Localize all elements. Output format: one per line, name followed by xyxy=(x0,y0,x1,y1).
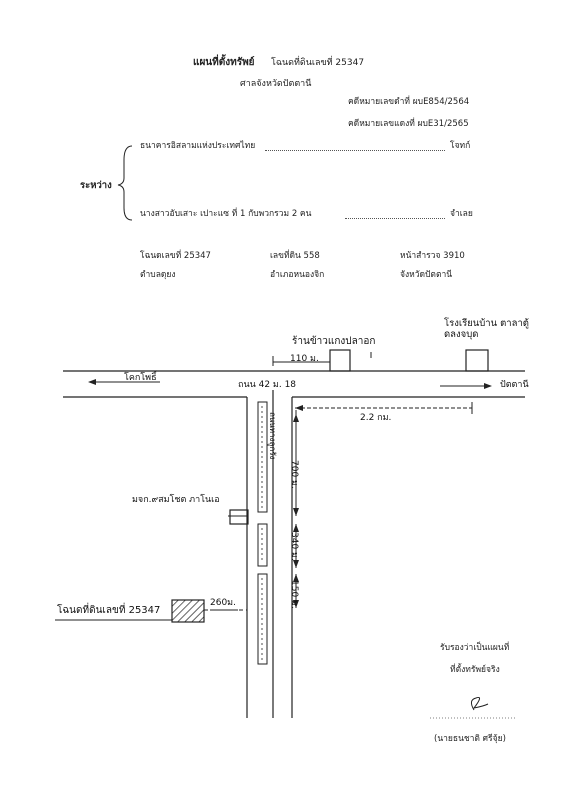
deed-plot-label: โฉนดที่ดินเลขที่ 25347 xyxy=(57,605,161,616)
certification-line2: ที่ตั้งทรัพย์จริง xyxy=(450,665,500,675)
defendant-role: จำเลย xyxy=(450,209,473,219)
distance-700m: 700 ม. xyxy=(289,460,299,489)
direction-right-label: ปัตตานี xyxy=(500,380,529,390)
deed-plot xyxy=(171,599,205,623)
survey-page: หน้าสำรวจ 3910 xyxy=(400,251,465,261)
distance-2-2km: 2.2 กม. xyxy=(360,413,392,423)
shop-building xyxy=(329,349,351,372)
red-case-number: คดีหมายเลขแดงที่ ผบE31/2565 xyxy=(348,119,469,129)
distance-110m: 110 ม. xyxy=(290,354,319,364)
plaintiff-dotted-line xyxy=(265,150,445,151)
defendant-dotted-line xyxy=(345,218,445,219)
land-number: เลขที่ดิน 558 xyxy=(270,251,320,261)
distance-260m: 260ม. xyxy=(210,598,236,608)
highway-label: ถนน 42 ม. 18 xyxy=(238,380,297,390)
mosque-building xyxy=(229,509,249,525)
certification-line1: รับรองว่าเป็นแผนที่ xyxy=(440,643,510,653)
black-case-number: คดีหมายเลขดำที่ ผบE854/2564 xyxy=(348,97,470,107)
plaintiff-role: โจทก์ xyxy=(450,141,471,151)
school-building xyxy=(465,349,489,372)
subdistrict: ตำบลดุยง xyxy=(140,270,176,280)
between-label: ระหว่าง xyxy=(80,180,112,191)
school-label: โรงเรียนบ้าน ตาลาตู้ดลงจบุด xyxy=(444,318,529,341)
province: จังหวัดปัตตานี xyxy=(400,270,453,280)
court-name: ศาลจังหวัดปัตตานี xyxy=(240,79,312,89)
map-title: แผนที่ตั้งทรัพย์ xyxy=(193,57,255,68)
shop-label: ร้านข้าวแกงปลาอก xyxy=(292,336,376,347)
deed-label: โฉนดที่ดินเลขที่ 25347 xyxy=(271,58,365,68)
distance-340m: 340 ม. xyxy=(289,532,299,561)
mosque-label: มจก.๙สมโชต ภาโนเอ xyxy=(132,495,220,505)
signer-name: (นายธนชาติ ศรีจุ้ย) xyxy=(434,734,506,744)
distance-150m: 150 ม. xyxy=(289,580,299,609)
defendant-name: นางสาวอับเสาะ เปาะแซ ที่ 1 กับพวกรวม 2 ค… xyxy=(140,209,312,219)
deed-number: โฉนดเลขที่ 25347 xyxy=(140,251,211,261)
direction-left-label: โคกโพธิ์ xyxy=(124,373,157,383)
village-road-label: ถนนทางลูกรัง xyxy=(268,412,277,460)
district: อำเภอหนองจิก xyxy=(270,270,325,280)
plaintiff-name: ธนาคารอิสลามแห่งประเทศไทย xyxy=(140,141,256,151)
